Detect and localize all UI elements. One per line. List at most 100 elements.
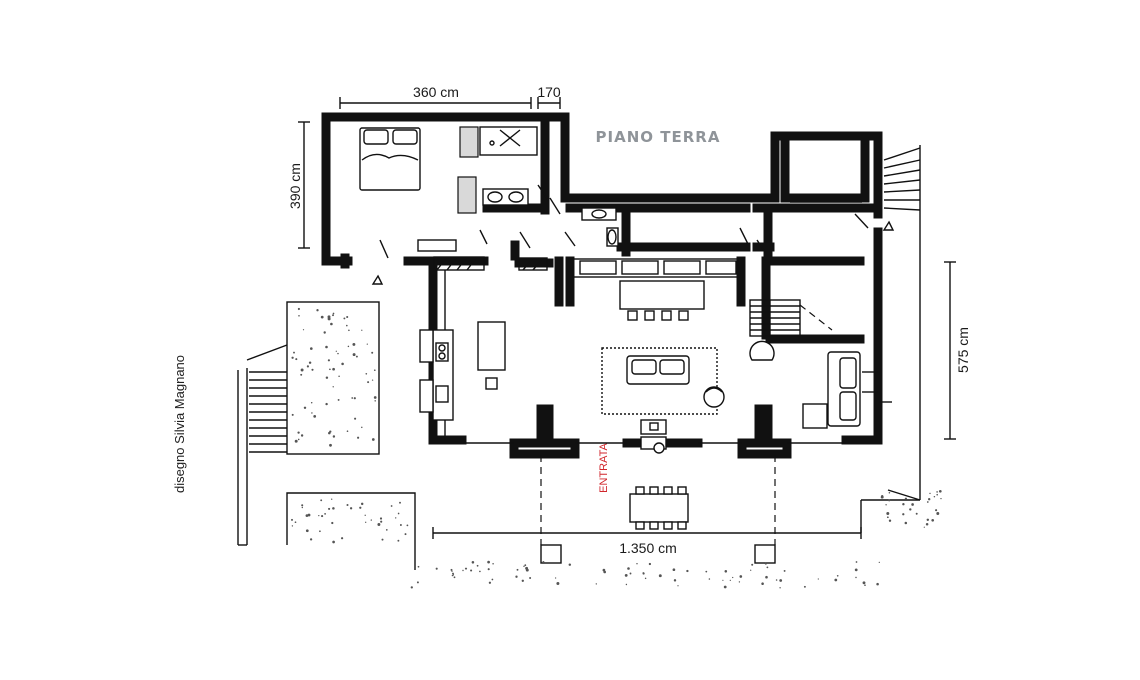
- ground-speck: [648, 562, 652, 566]
- ground-speck: [928, 498, 931, 501]
- ground-speck: [476, 564, 479, 567]
- ground-speck: [364, 514, 366, 516]
- ground-speck: [329, 443, 332, 447]
- ground-speck: [738, 581, 741, 583]
- ground-speck: [904, 497, 908, 500]
- ground-speck: [361, 329, 363, 331]
- ground-speck: [371, 351, 374, 354]
- double-bed: [359, 127, 421, 191]
- ground-speck: [854, 568, 858, 572]
- ground-speck: [739, 575, 743, 578]
- ground-speck: [377, 523, 381, 526]
- ground-speck: [750, 569, 752, 571]
- ground-speck: [936, 493, 938, 496]
- ground-speck: [360, 502, 364, 506]
- dimension-bath-width: 170: [537, 84, 561, 109]
- ground-speck: [341, 362, 344, 366]
- ground-speck: [324, 513, 326, 515]
- ground-speck: [936, 491, 938, 493]
- ground-speck: [311, 368, 314, 371]
- ground-speck: [452, 574, 455, 576]
- ground-speck: [332, 386, 334, 388]
- kitchen-island: [477, 321, 506, 390]
- ground-speck: [751, 563, 754, 566]
- ground-speck: [318, 514, 320, 517]
- ground-speck: [316, 309, 319, 312]
- ground-speck: [705, 570, 708, 573]
- ground-speck: [327, 315, 331, 319]
- dimension-bedroom-depth: 390 cm: [287, 121, 310, 249]
- ground-speck: [929, 492, 931, 495]
- ground-speck: [836, 574, 839, 577]
- ground-speck: [515, 575, 518, 578]
- ground-speck: [406, 524, 409, 527]
- ground-speck: [658, 574, 662, 578]
- bath-width-label: 170: [537, 84, 561, 100]
- living-rug: [601, 347, 725, 415]
- ground-speck: [346, 315, 349, 319]
- ground-speck: [595, 583, 597, 585]
- ground-speck: [888, 499, 891, 502]
- ground-texture: [290, 307, 942, 589]
- ground-speck: [627, 567, 630, 570]
- ground-speck: [346, 503, 349, 507]
- ground-speck: [395, 517, 397, 519]
- ground-speck: [305, 514, 309, 517]
- bath-vanity: [457, 176, 529, 214]
- living-depth-label: 575 cm: [955, 327, 971, 373]
- ground-speck: [936, 512, 940, 515]
- ground-speck: [783, 569, 786, 572]
- ground-speck: [677, 585, 679, 587]
- ground-speck: [365, 372, 368, 375]
- ground-speck: [353, 397, 356, 400]
- ground-speck: [325, 345, 328, 349]
- ground-speck: [803, 585, 806, 588]
- ground-speck: [291, 413, 294, 416]
- ground-speck: [367, 381, 370, 384]
- ground-speck: [338, 375, 340, 377]
- ground-speck: [300, 434, 304, 437]
- bedroom-depth-label: 390 cm: [287, 163, 303, 209]
- exterior-stairs-right: [883, 145, 921, 501]
- exterior-stairs-left: [237, 344, 288, 546]
- fireplace: [640, 419, 667, 454]
- ground-speck: [305, 529, 309, 533]
- ground-speck: [453, 576, 456, 579]
- ground-speck: [779, 587, 781, 589]
- ground-speck: [346, 430, 349, 433]
- ground-speck: [373, 396, 377, 399]
- ground-speck: [834, 578, 838, 582]
- ground-speck: [361, 426, 363, 429]
- ground-speck: [935, 509, 938, 512]
- ground-speck: [556, 582, 560, 585]
- ground-speck: [487, 568, 490, 571]
- ground-speck: [464, 567, 468, 570]
- ground-speck: [381, 538, 384, 541]
- ground-speck: [915, 512, 918, 515]
- ground-speck: [880, 495, 884, 499]
- ground-speck: [331, 521, 334, 525]
- ground-speck: [766, 566, 769, 569]
- entrance-label: ENTRATA: [598, 442, 610, 492]
- ground-speck: [902, 503, 905, 506]
- ground-speck: [348, 329, 350, 332]
- ground-speck: [451, 570, 453, 572]
- dimension-living-depth: 575 cm: [944, 261, 971, 440]
- ground-speck: [686, 569, 689, 573]
- ground-speck: [313, 415, 317, 418]
- ground-speck: [732, 576, 734, 579]
- ground-speck: [332, 435, 336, 438]
- ground-speck: [471, 561, 475, 564]
- ground-speck: [417, 565, 420, 568]
- ground-speck: [297, 431, 300, 434]
- ground-speck: [397, 539, 400, 542]
- shower-tray: [459, 126, 538, 158]
- ground-speck: [351, 397, 354, 399]
- ground-speck: [529, 577, 532, 579]
- ground-speck: [352, 342, 356, 346]
- ground-speck: [878, 561, 880, 564]
- ground-speck: [487, 560, 490, 564]
- ground-speck: [385, 529, 388, 531]
- ground-speck: [335, 350, 337, 352]
- ground-speck: [320, 315, 324, 319]
